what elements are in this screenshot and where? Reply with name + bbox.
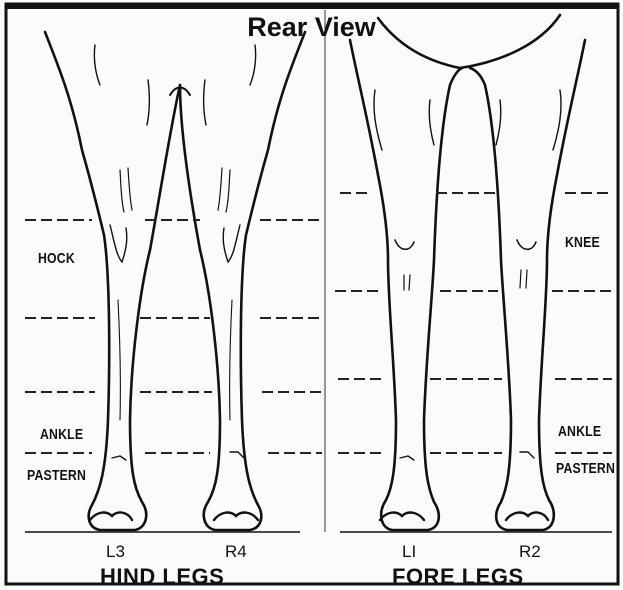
hind-pastern-label: PASTERN — [27, 467, 86, 484]
leg-id-l1: LI — [402, 542, 416, 562]
hind-legs-label: HIND LEGS — [100, 564, 224, 590]
hind-legs-drawing — [45, 32, 305, 530]
fore-pastern-label: PASTERN — [556, 460, 615, 477]
page-border — [6, 4, 618, 584]
fore-legs-label: FORE LEGS — [392, 564, 524, 590]
hock-label: HOCK — [38, 250, 75, 267]
fore-dashed-lines — [335, 193, 612, 453]
fore-right-leg-outline — [470, 40, 585, 530]
page-title: Rear View — [0, 12, 623, 43]
leg-id-r4: R4 — [225, 542, 247, 562]
hind-left-leg-outline — [45, 32, 180, 530]
leg-id-l3: L3 — [106, 542, 125, 562]
hind-ankle-label: ANKLE — [40, 426, 83, 443]
knee-label: KNEE — [565, 234, 600, 251]
leg-id-r2: R2 — [519, 542, 541, 562]
fore-ankle-label: ANKLE — [558, 423, 601, 440]
hind-right-leg-outline — [180, 32, 305, 530]
